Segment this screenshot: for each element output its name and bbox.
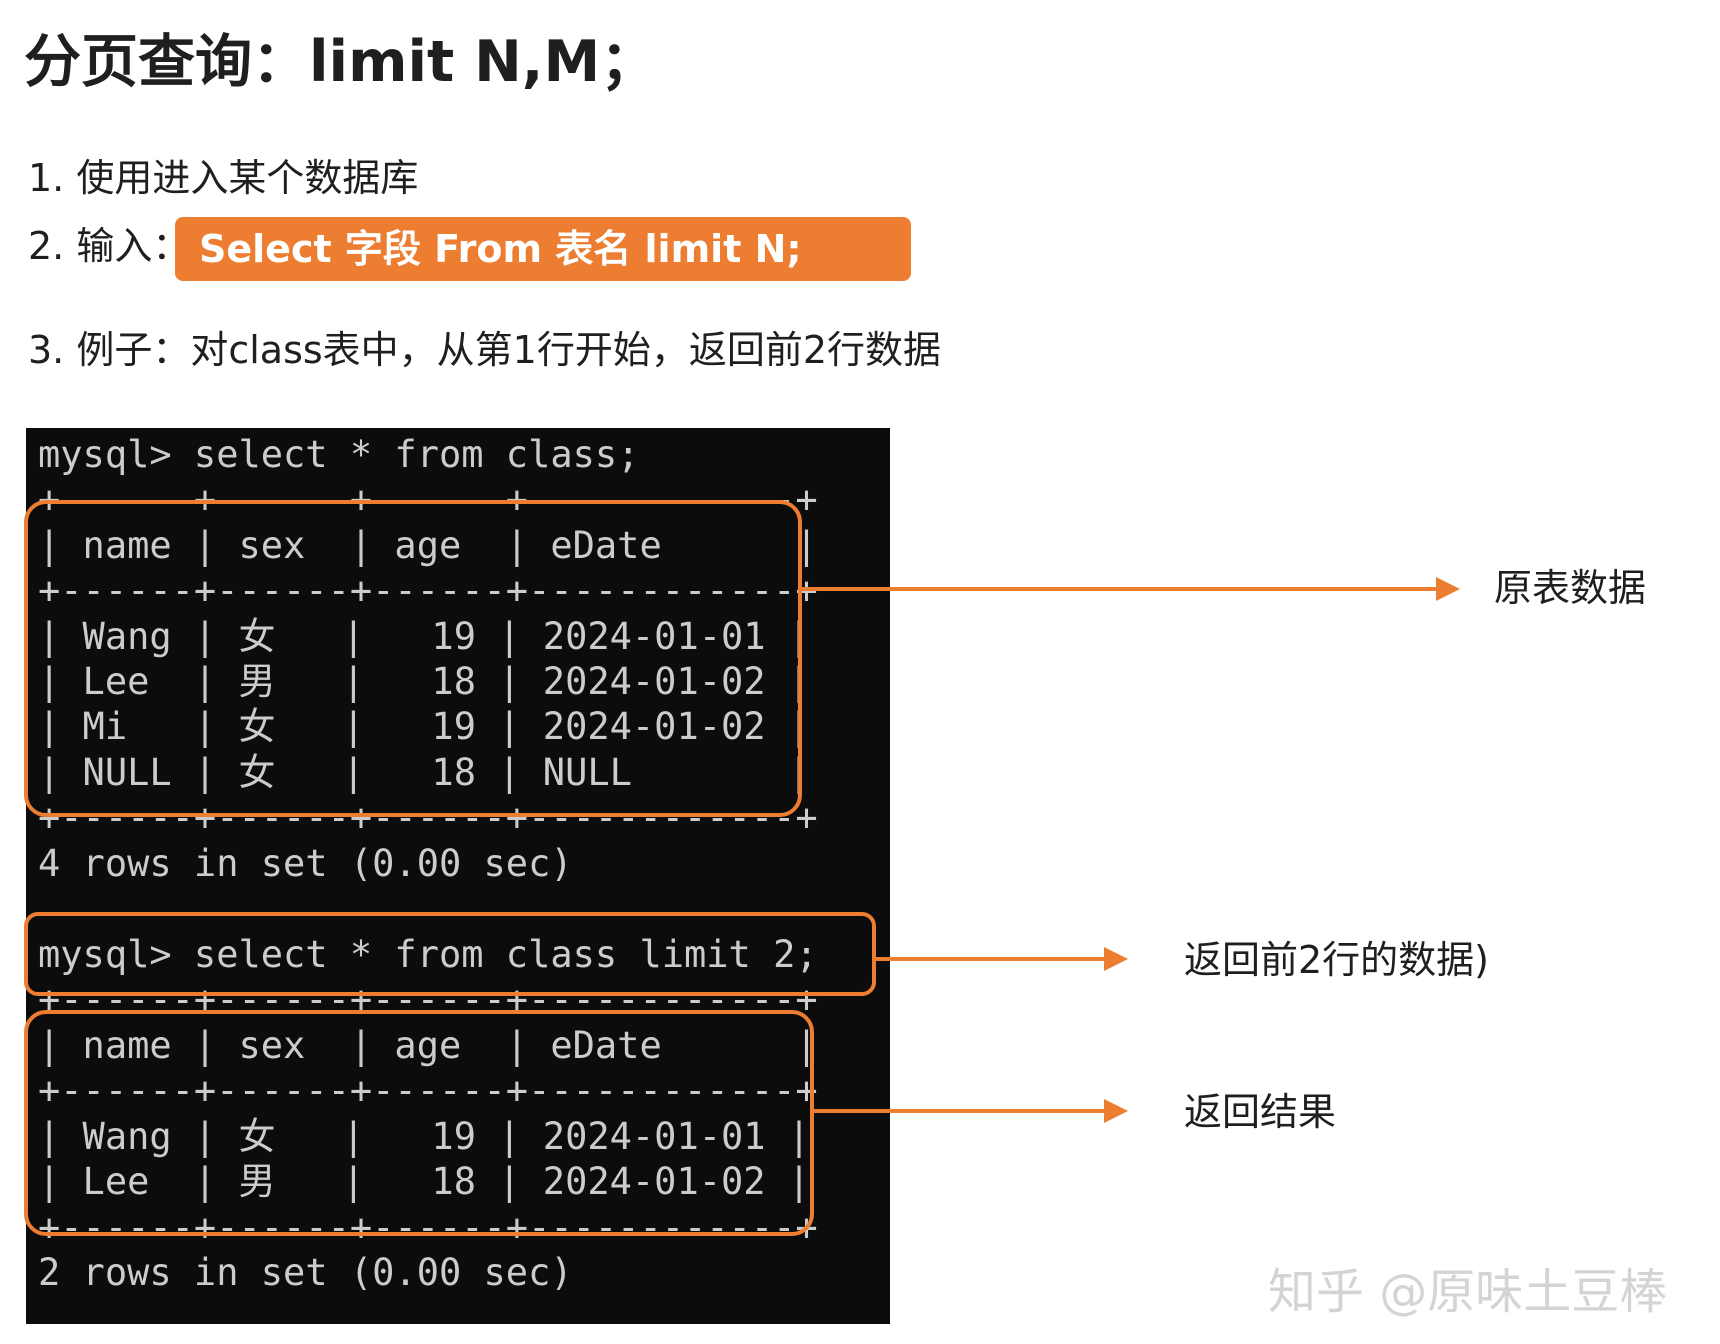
- watermark: 知乎 @原味土豆棒: [1268, 1264, 1668, 1320]
- terminal-line: | Wang | 女 | 19 | 2024-01-01 |: [38, 1115, 811, 1158]
- annotation-first-two-rows: 返回前2行的数据): [1184, 938, 1490, 982]
- step-2-label: 2. 输入：: [28, 224, 191, 268]
- terminal-line: 2 rows in set (0.00 sec): [38, 1251, 573, 1294]
- step-3-text: 3. 例子：对class表中，从第1行开始，返回前2行数据: [28, 328, 942, 372]
- arrow-head-icon: [1104, 1099, 1128, 1123]
- terminal-line: mysql> select * from class limit 2;: [38, 933, 818, 976]
- terminal-line: | NULL | 女 | 18 | NULL |: [38, 751, 811, 794]
- terminal-line: +------+------+------+------------+: [38, 478, 818, 521]
- terminal-line: | Mi | 女 | 19 | 2024-01-02 |: [38, 705, 811, 748]
- page-title: 分页查询：limit N,M；: [24, 29, 658, 95]
- arrow-to-original-data: [802, 587, 1438, 591]
- annotation-result: 返回结果: [1184, 1090, 1337, 1134]
- terminal-line: 4 rows in set (0.00 sec): [38, 842, 573, 885]
- terminal-line: | Wang | 女 | 19 | 2024-01-01 |: [38, 615, 811, 658]
- terminal-line: +------+------+------+------------+: [38, 796, 818, 839]
- terminal-line: +------+------+------+------------+: [38, 1069, 818, 1112]
- terminal-line: | Lee | 男 | 18 | 2024-01-02 |: [38, 1160, 811, 1203]
- step-1-text: 1. 使用进入某个数据库: [28, 156, 419, 200]
- limit-query-highlight: [24, 912, 876, 996]
- arrow-to-first-two-rows: [876, 957, 1106, 961]
- arrow-to-result: [814, 1109, 1106, 1113]
- annotation-original-data: 原表数据: [1494, 566, 1647, 610]
- terminal-line: +------+------+------+------------+: [38, 569, 818, 612]
- terminal-line: | Lee | 男 | 18 | 2024-01-02 |: [38, 660, 811, 703]
- terminal-window: mysql> select * from class; +------+----…: [26, 428, 890, 1324]
- terminal-line: mysql> select * from class;: [38, 433, 640, 476]
- terminal-line: | name | sex | age | eDate |: [38, 1024, 818, 1067]
- arrow-head-icon: [1436, 577, 1460, 601]
- original-table-highlight: [24, 500, 802, 817]
- terminal-line: +------+------+------+------------+: [38, 1206, 818, 1249]
- sql-syntax-highlight: Select 字段 From 表名 limit N;: [175, 217, 911, 281]
- arrow-head-icon: [1104, 947, 1128, 971]
- result-table-highlight: [24, 1010, 814, 1236]
